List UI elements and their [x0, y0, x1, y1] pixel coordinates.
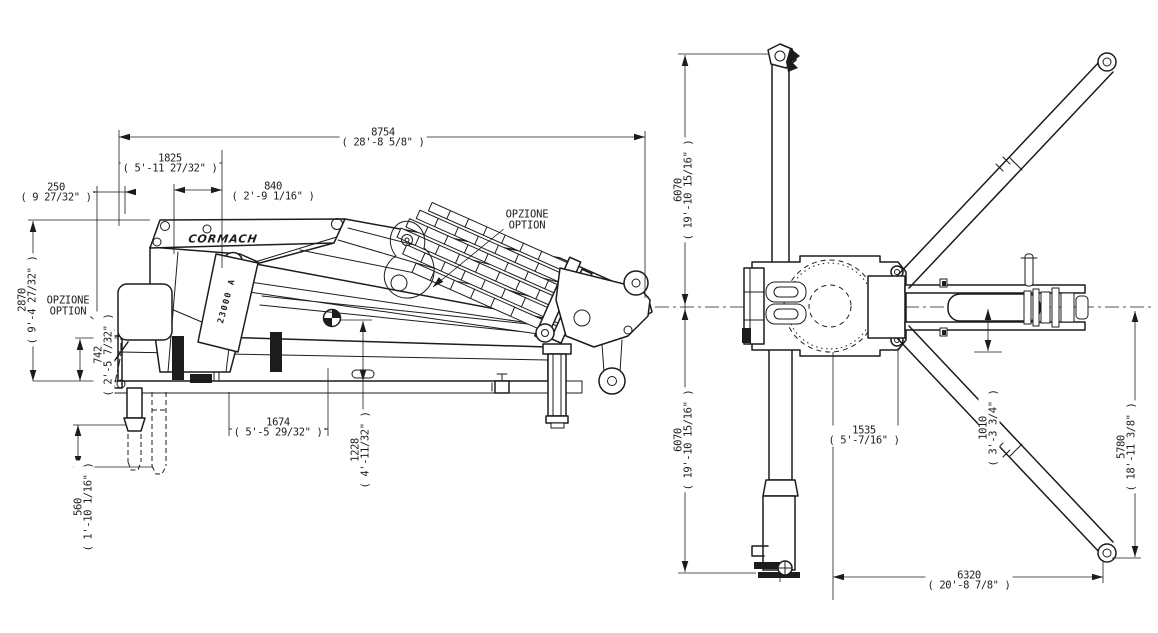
option-label-it: OPZIONE	[46, 294, 90, 307]
dim-axle-height: 1228 ( 4'-11/32" )	[350, 409, 372, 491]
dim-imperial: ( 5'-7/16" )	[828, 434, 900, 446]
dim-mm: 1674	[266, 416, 290, 429]
option-label-right: OPZIONE OPTION	[503, 208, 551, 231]
dim-imperial: ( 18'-11 3/8" )	[1125, 402, 1137, 492]
dim-imperial: ( 1'-10 1/16" )	[82, 462, 94, 552]
dim-outrigger-drop: 560 ( 1'-10 1/16" )	[73, 460, 95, 554]
dim-column-offset: 1825 ( 5'-11 27/32" )	[120, 152, 220, 175]
dim-mm: 250	[47, 181, 65, 194]
dim-imperial: ( 3'-3 3/4" )	[987, 389, 999, 467]
dim-imperial: ( 2'-5 7/32" )	[102, 313, 114, 397]
dim-mm: 840	[264, 180, 282, 193]
dim-stabilizer-reach-lower: 6070 ( 19'-10 15/16" )	[673, 387, 695, 493]
dim-imperial: ( 9'-4 27/32" )	[26, 255, 38, 345]
dim-column-to-pivot: 1535 ( 5'-7/16" )	[826, 424, 902, 447]
dim-diagonal-reach: 5780 ( 18'-11 3/8" )	[1116, 400, 1138, 494]
side-view-drawing	[94, 202, 653, 475]
dim-mm: 1825	[158, 152, 182, 165]
center-of-gravity-icon	[322, 308, 342, 328]
dim-overall-height: 2870 ( 9'-4 27/32" )	[17, 253, 39, 347]
dim-imperial: ( 4'-11/32" )	[359, 411, 371, 489]
dim-imperial: ( 19'-10 15/16" )	[682, 139, 694, 241]
dim-boom-offset: 1010 ( 3'-3 3/4" )	[978, 387, 1000, 469]
dim-overall-length: 8754 ( 28'-8 5/8" )	[339, 126, 427, 149]
dim-imperial: ( 19'-10 15/16" )	[682, 389, 694, 491]
dim-imperial: ( 5'-5 29/32" )	[233, 426, 323, 438]
dim-stabilizer-reach-upper: 6070 ( 19'-10 15/16" )	[673, 137, 695, 243]
dim-stabilizer-spread: 6320 ( 20'-8 7/8" )	[925, 569, 1013, 592]
option-label-it: OPZIONE	[505, 208, 549, 221]
top-view-drawing	[655, 43, 1152, 582]
dim-imperial: ( 5'-11 27/32" )	[122, 162, 218, 174]
dim-imperial: ( 28'-8 5/8" )	[341, 136, 425, 148]
option-label-en: OPTION	[49, 305, 87, 317]
dim-imperial: ( 2'-9 1/16" )	[231, 190, 315, 202]
dim-rear-overhang: 250 ( 9 27/32" )	[18, 181, 94, 204]
option-label-en: OPTION	[508, 219, 546, 231]
dim-mm: 6320	[957, 569, 981, 582]
dim-imperial: ( 9 27/32" )	[20, 191, 92, 203]
dim-mm: 1535	[852, 424, 876, 437]
cormach-logo: CORMACH	[187, 232, 259, 246]
dim-frame-height: 742 ( 2'-5 7/32" )	[93, 311, 115, 399]
option-label-left: OPZIONE OPTION	[44, 294, 92, 317]
dim-mm: 8754	[371, 126, 395, 139]
dim-support-spacing: 1674 ( 5'-5 29/32" )	[231, 416, 325, 439]
dim-imperial: ( 20'-8 7/8" )	[927, 579, 1011, 591]
dim-pivot-offset: 840 ( 2'-9 1/16" )	[229, 180, 317, 203]
